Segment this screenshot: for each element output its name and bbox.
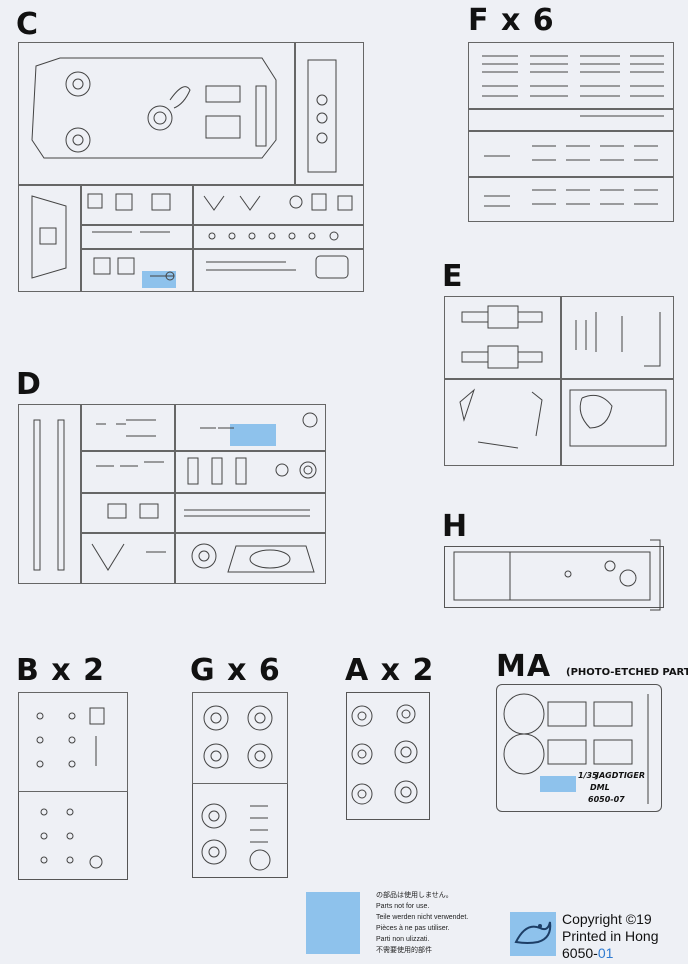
sprue-c-right-row2 [192, 224, 364, 250]
dragon-logo-icon [510, 912, 556, 956]
sprue-d-c1 [80, 404, 176, 452]
sprue-c-left-area [18, 184, 82, 292]
h-plate-drawing [453, 539, 661, 611]
sprue-d-c8 [174, 532, 326, 584]
sprue-f-row4 [468, 176, 674, 222]
sprue-c-right-top [192, 184, 364, 226]
sprue-label-c: C [16, 7, 40, 42]
sprue-e-cell-br [560, 378, 674, 466]
sprue-c-mid-row2 [80, 224, 194, 250]
ma-etched-drawing [503, 693, 649, 804]
e-parts-drawing [459, 305, 667, 449]
sprue-b-top [18, 692, 128, 792]
legend-line-fr: Pièces à ne pas utiliser. [376, 925, 450, 932]
sprue-e-cell-tl [444, 296, 562, 380]
sprue-h-frame [444, 546, 664, 608]
sprue-f-row3 [468, 130, 674, 178]
c-side-strip-drawing [307, 59, 337, 173]
sprue-label-a: A x 2 [345, 653, 435, 688]
sprue-label-f: F x 6 [468, 3, 555, 38]
sprue-label-g: G x 6 [190, 653, 281, 688]
ma-name: JAGDTIGER [596, 771, 645, 780]
sprue-c-mid-top [80, 184, 194, 226]
sprue-d-rods-area [18, 404, 82, 584]
legend-line-en: Parts not for use. [376, 903, 430, 910]
sprue-e-cell-tr [560, 296, 674, 380]
sprue-d-c5 [80, 492, 176, 534]
sprue-label-ma-note: (PHOTO-ETCHED PARTS) [566, 667, 688, 678]
sprue-f-row2 [468, 108, 674, 132]
sprue-label-b: B x 2 [16, 653, 105, 688]
c-hull-floor-drawing [31, 57, 277, 159]
d-parts-drawing [33, 412, 318, 573]
instruction-code: 6050-01 [562, 946, 613, 960]
g-road-wheels-drawing [201, 705, 273, 871]
legend-line-zh: 不需要使用的部件 [376, 947, 432, 954]
legend-line-jp: の部品は使用しません。 [376, 892, 453, 899]
sprue-c-hull-area [18, 42, 296, 186]
sprue-a-frame [346, 692, 430, 820]
sprue-d-c6 [174, 492, 326, 534]
f-track-links-drawing [482, 55, 664, 207]
sprue-d-c4 [174, 450, 326, 494]
sprue-label-e: E [442, 259, 464, 294]
sprue-c-mid-bottom [80, 248, 194, 292]
ma-scale: 1/35 [578, 771, 598, 780]
sprue-label-d: D [16, 367, 42, 402]
sprue-g-top [192, 692, 288, 784]
legend-line-it: Parti non ulizzati. [376, 936, 430, 943]
legend-line-de: Teile werden nicht verwendet. [376, 914, 469, 921]
unused-parts-swatch [306, 892, 360, 954]
a-idlers-drawing [351, 704, 418, 805]
ma-brand: DML [590, 783, 610, 792]
sprue-d-c3 [80, 450, 176, 494]
ma-etched-plate [496, 684, 662, 812]
sprue-label-h: H [442, 509, 469, 544]
printed-in-text: Printed in Hong [562, 928, 659, 944]
sprue-c-unused-part-32 [142, 271, 176, 288]
sprue-c-right-bottom [192, 248, 364, 292]
sprue-label-ma: MA [496, 649, 552, 684]
sprue-d-c7 [80, 532, 176, 584]
sprue-c-side-area [294, 42, 364, 186]
sprue-f-row1 [468, 42, 674, 110]
b-parts-drawing [36, 707, 105, 869]
c-left-plate-drawing [31, 195, 67, 279]
ma-unused-parts [540, 776, 576, 792]
code-suffix: 01 [597, 945, 614, 961]
copyright-text: Copyright ©19 [562, 911, 652, 927]
sprue-d-unused-parts-24-25 [230, 424, 276, 446]
sprue-d-c2 [174, 404, 326, 452]
code-prefix: 6050- [562, 945, 598, 961]
sprue-e-cell-bl [444, 378, 562, 466]
ma-code: 6050-07 [588, 795, 625, 804]
